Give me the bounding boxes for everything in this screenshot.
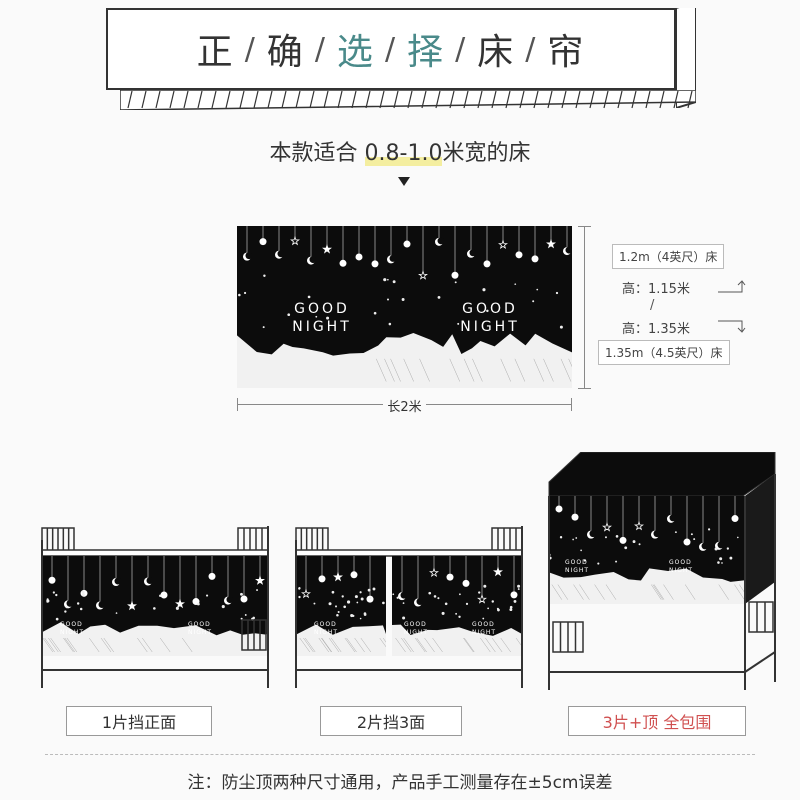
height-dimension-line bbox=[584, 226, 585, 388]
good-text: GOOD bbox=[472, 621, 495, 628]
measurement-note: 注：防尘顶两种尺寸通用，产品手工测量存在±5cm误差 bbox=[187, 773, 613, 793]
good-night-text-left: GOOD NIGHT bbox=[277, 300, 367, 336]
divider bbox=[45, 754, 755, 755]
header-title: 正/确/选/择/床/帘 bbox=[106, 8, 676, 90]
good-night-text-right: GOOD NIGHT bbox=[445, 300, 535, 336]
good-text: GOOD bbox=[565, 559, 588, 566]
title-char: 床 bbox=[477, 32, 516, 73]
title-char: 择 bbox=[407, 32, 446, 73]
night-text: NIGHT bbox=[404, 629, 428, 636]
height-small-label: 高：1.15米 bbox=[622, 282, 690, 297]
title-char: 正 bbox=[196, 32, 235, 73]
arrow-icon bbox=[718, 320, 746, 333]
title-char: 确 bbox=[266, 32, 305, 73]
night-text: NIGHT bbox=[669, 567, 693, 574]
down-arrow-icon bbox=[398, 177, 410, 186]
option-one-panel[interactable]: 1片挡正面 bbox=[66, 706, 212, 736]
height-cap-bottom bbox=[578, 388, 591, 389]
bed-size-large: 1.35m（4.5英尺）床 bbox=[598, 340, 730, 365]
bed-width-subtitle: 本款适合 0.8-1.0米宽的床 bbox=[0, 135, 800, 167]
length-label: 长2米 bbox=[237, 396, 572, 415]
good-text: GOOD bbox=[669, 559, 692, 566]
title-separator: / bbox=[314, 31, 327, 67]
good-text: GOOD bbox=[404, 621, 427, 628]
title-separator: / bbox=[455, 31, 468, 67]
bed-size-small: 1.2m（4英尺）床 bbox=[612, 244, 725, 269]
subtitle-suffix: 米宽的床 bbox=[442, 141, 531, 166]
good-text: GOOD bbox=[314, 621, 337, 628]
good-text: GOOD bbox=[188, 621, 211, 628]
arrow-icon bbox=[718, 280, 746, 293]
night-text: NIGHT bbox=[60, 629, 84, 636]
title-char: 选 bbox=[336, 32, 375, 73]
height-cap-top bbox=[578, 226, 591, 227]
title-separator: / bbox=[525, 31, 538, 67]
header-slats bbox=[120, 90, 696, 110]
night-text: NIGHT bbox=[565, 567, 589, 574]
good-text: GOOD bbox=[294, 301, 350, 317]
title-separator: / bbox=[244, 31, 257, 67]
title-separator: / bbox=[384, 31, 398, 67]
night-text: NIGHT bbox=[460, 319, 520, 335]
option-label: 1片挡正面 bbox=[101, 713, 177, 732]
night-text: NIGHT bbox=[314, 629, 338, 636]
title-char: 帘 bbox=[547, 32, 586, 73]
option-label: 3片+顶 全包围 bbox=[602, 713, 712, 732]
good-text: GOOD bbox=[60, 621, 83, 628]
good-text: GOOD bbox=[462, 301, 518, 317]
option-label: 2片挡3面 bbox=[356, 713, 426, 732]
option-two-panels[interactable]: 2片挡3面 bbox=[320, 706, 462, 736]
length-cap-right bbox=[571, 398, 572, 411]
height-separator: / bbox=[650, 298, 655, 313]
subtitle-prefix: 本款适合 bbox=[269, 141, 365, 166]
header-side-panel bbox=[676, 8, 696, 108]
night-text: NIGHT bbox=[472, 629, 496, 636]
height-large-label: 高：1.35米 bbox=[622, 322, 690, 337]
curtain-panel-image: GOOD NIGHT GOOD NIGHT bbox=[237, 226, 572, 388]
night-text: NIGHT bbox=[188, 629, 212, 636]
curtain-pattern bbox=[237, 226, 572, 388]
subtitle-highlight: 0.8-1.0 bbox=[364, 141, 443, 166]
night-text: NIGHT bbox=[292, 319, 352, 335]
header-box bbox=[106, 8, 676, 90]
length-cap-left bbox=[237, 398, 238, 411]
option-full-enclosure[interactable]: 3片+顶 全包围 bbox=[568, 706, 746, 736]
header-banner: 正/确/选/择/床/帘 bbox=[106, 8, 696, 110]
